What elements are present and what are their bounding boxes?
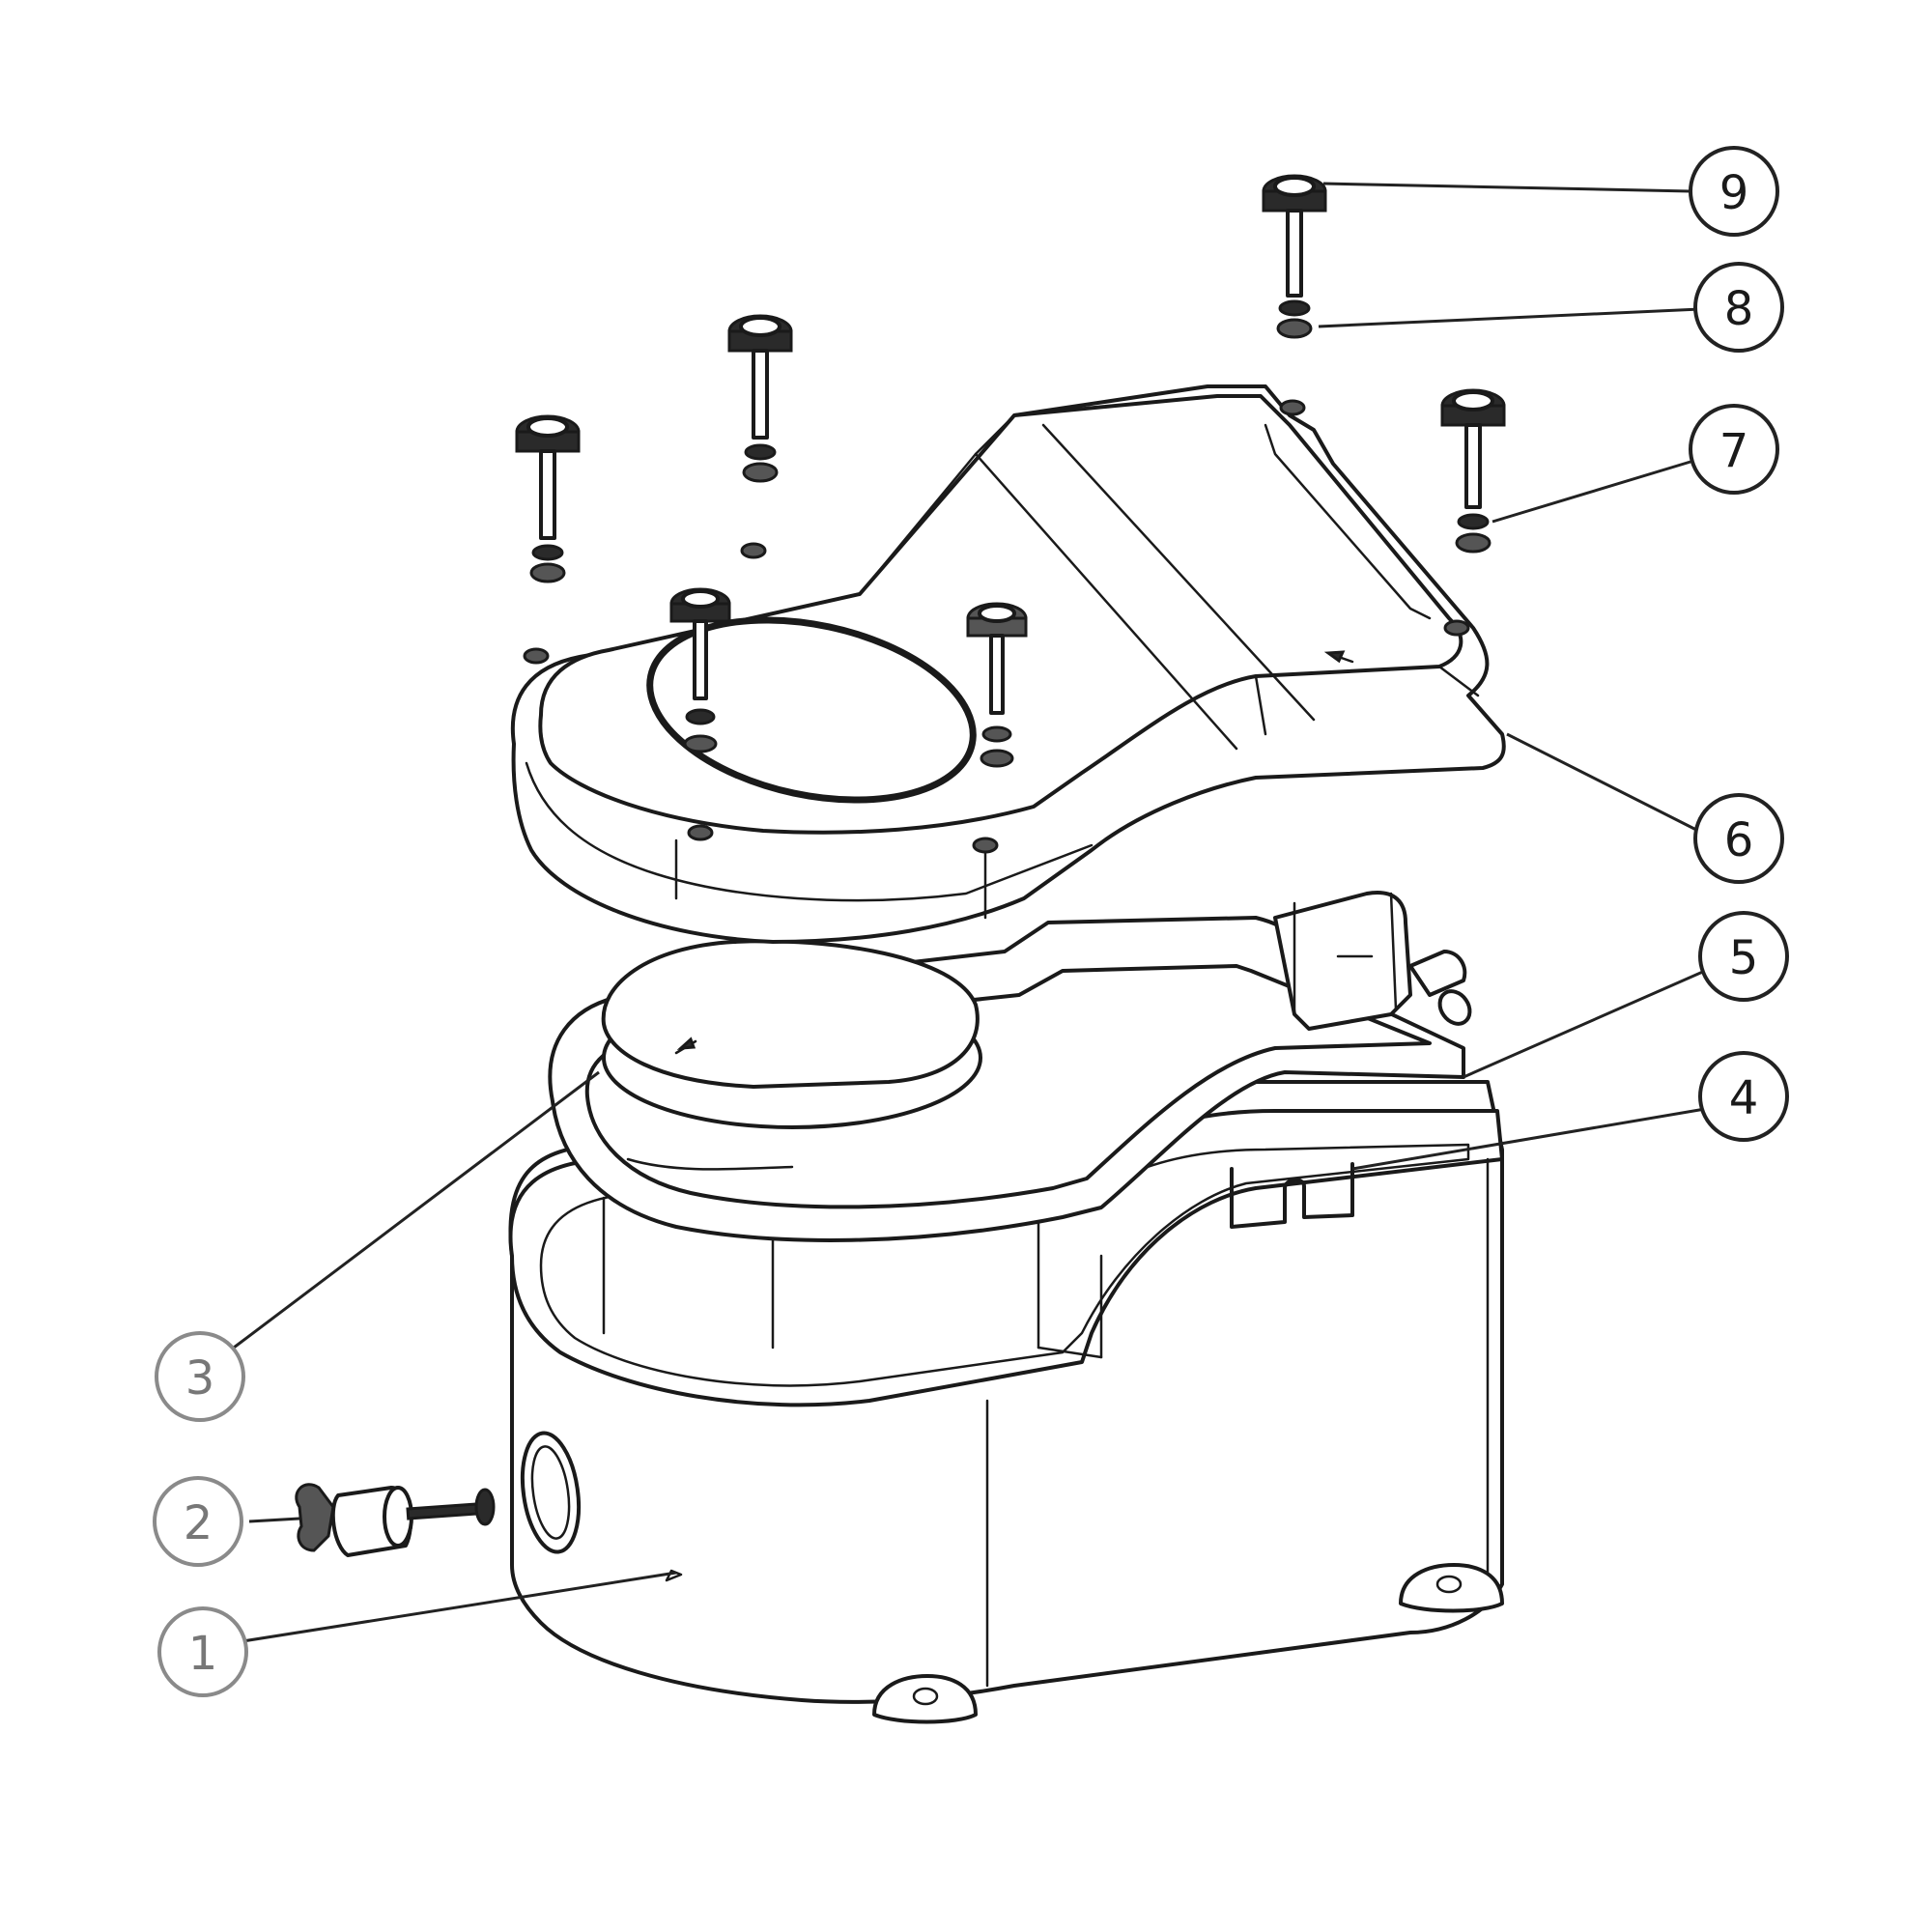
filter-disc: [601, 939, 982, 1129]
connector-box: [1273, 891, 1472, 1031]
side-fastener: [295, 1483, 496, 1557]
svg-text:5: 5: [1729, 931, 1759, 985]
callout-1: 1: [157, 1606, 248, 1697]
svg-text:3: 3: [185, 1351, 215, 1406]
svg-text:4: 4: [1729, 1071, 1759, 1125]
screw-b: [727, 314, 793, 483]
svg-text:8: 8: [1724, 282, 1754, 336]
callout-4: 4: [1698, 1051, 1789, 1142]
callout-9: 9: [1689, 146, 1779, 237]
screw-assemblies: [515, 174, 1506, 768]
top-cover: [510, 384, 1506, 944]
svg-text:7: 7: [1719, 424, 1749, 478]
screw-d: [966, 602, 1028, 768]
svg-text:2: 2: [184, 1496, 213, 1550]
svg-text:9: 9: [1719, 166, 1749, 220]
callout-5: 5: [1698, 911, 1789, 1002]
screw-a: [515, 414, 581, 583]
callout-3: 3: [155, 1331, 245, 1422]
screw-part-9: [1262, 174, 1327, 339]
svg-text:6: 6: [1724, 813, 1754, 867]
screw-part-7: [1440, 388, 1506, 554]
callout-6: 6: [1693, 793, 1784, 884]
callout-2: 2: [153, 1476, 243, 1567]
callout-7: 7: [1689, 404, 1779, 495]
svg-text:1: 1: [188, 1627, 218, 1681]
leader-lines: [233, 182, 1706, 1644]
callout-8: 8: [1693, 262, 1784, 353]
screw-c: [669, 587, 731, 753]
